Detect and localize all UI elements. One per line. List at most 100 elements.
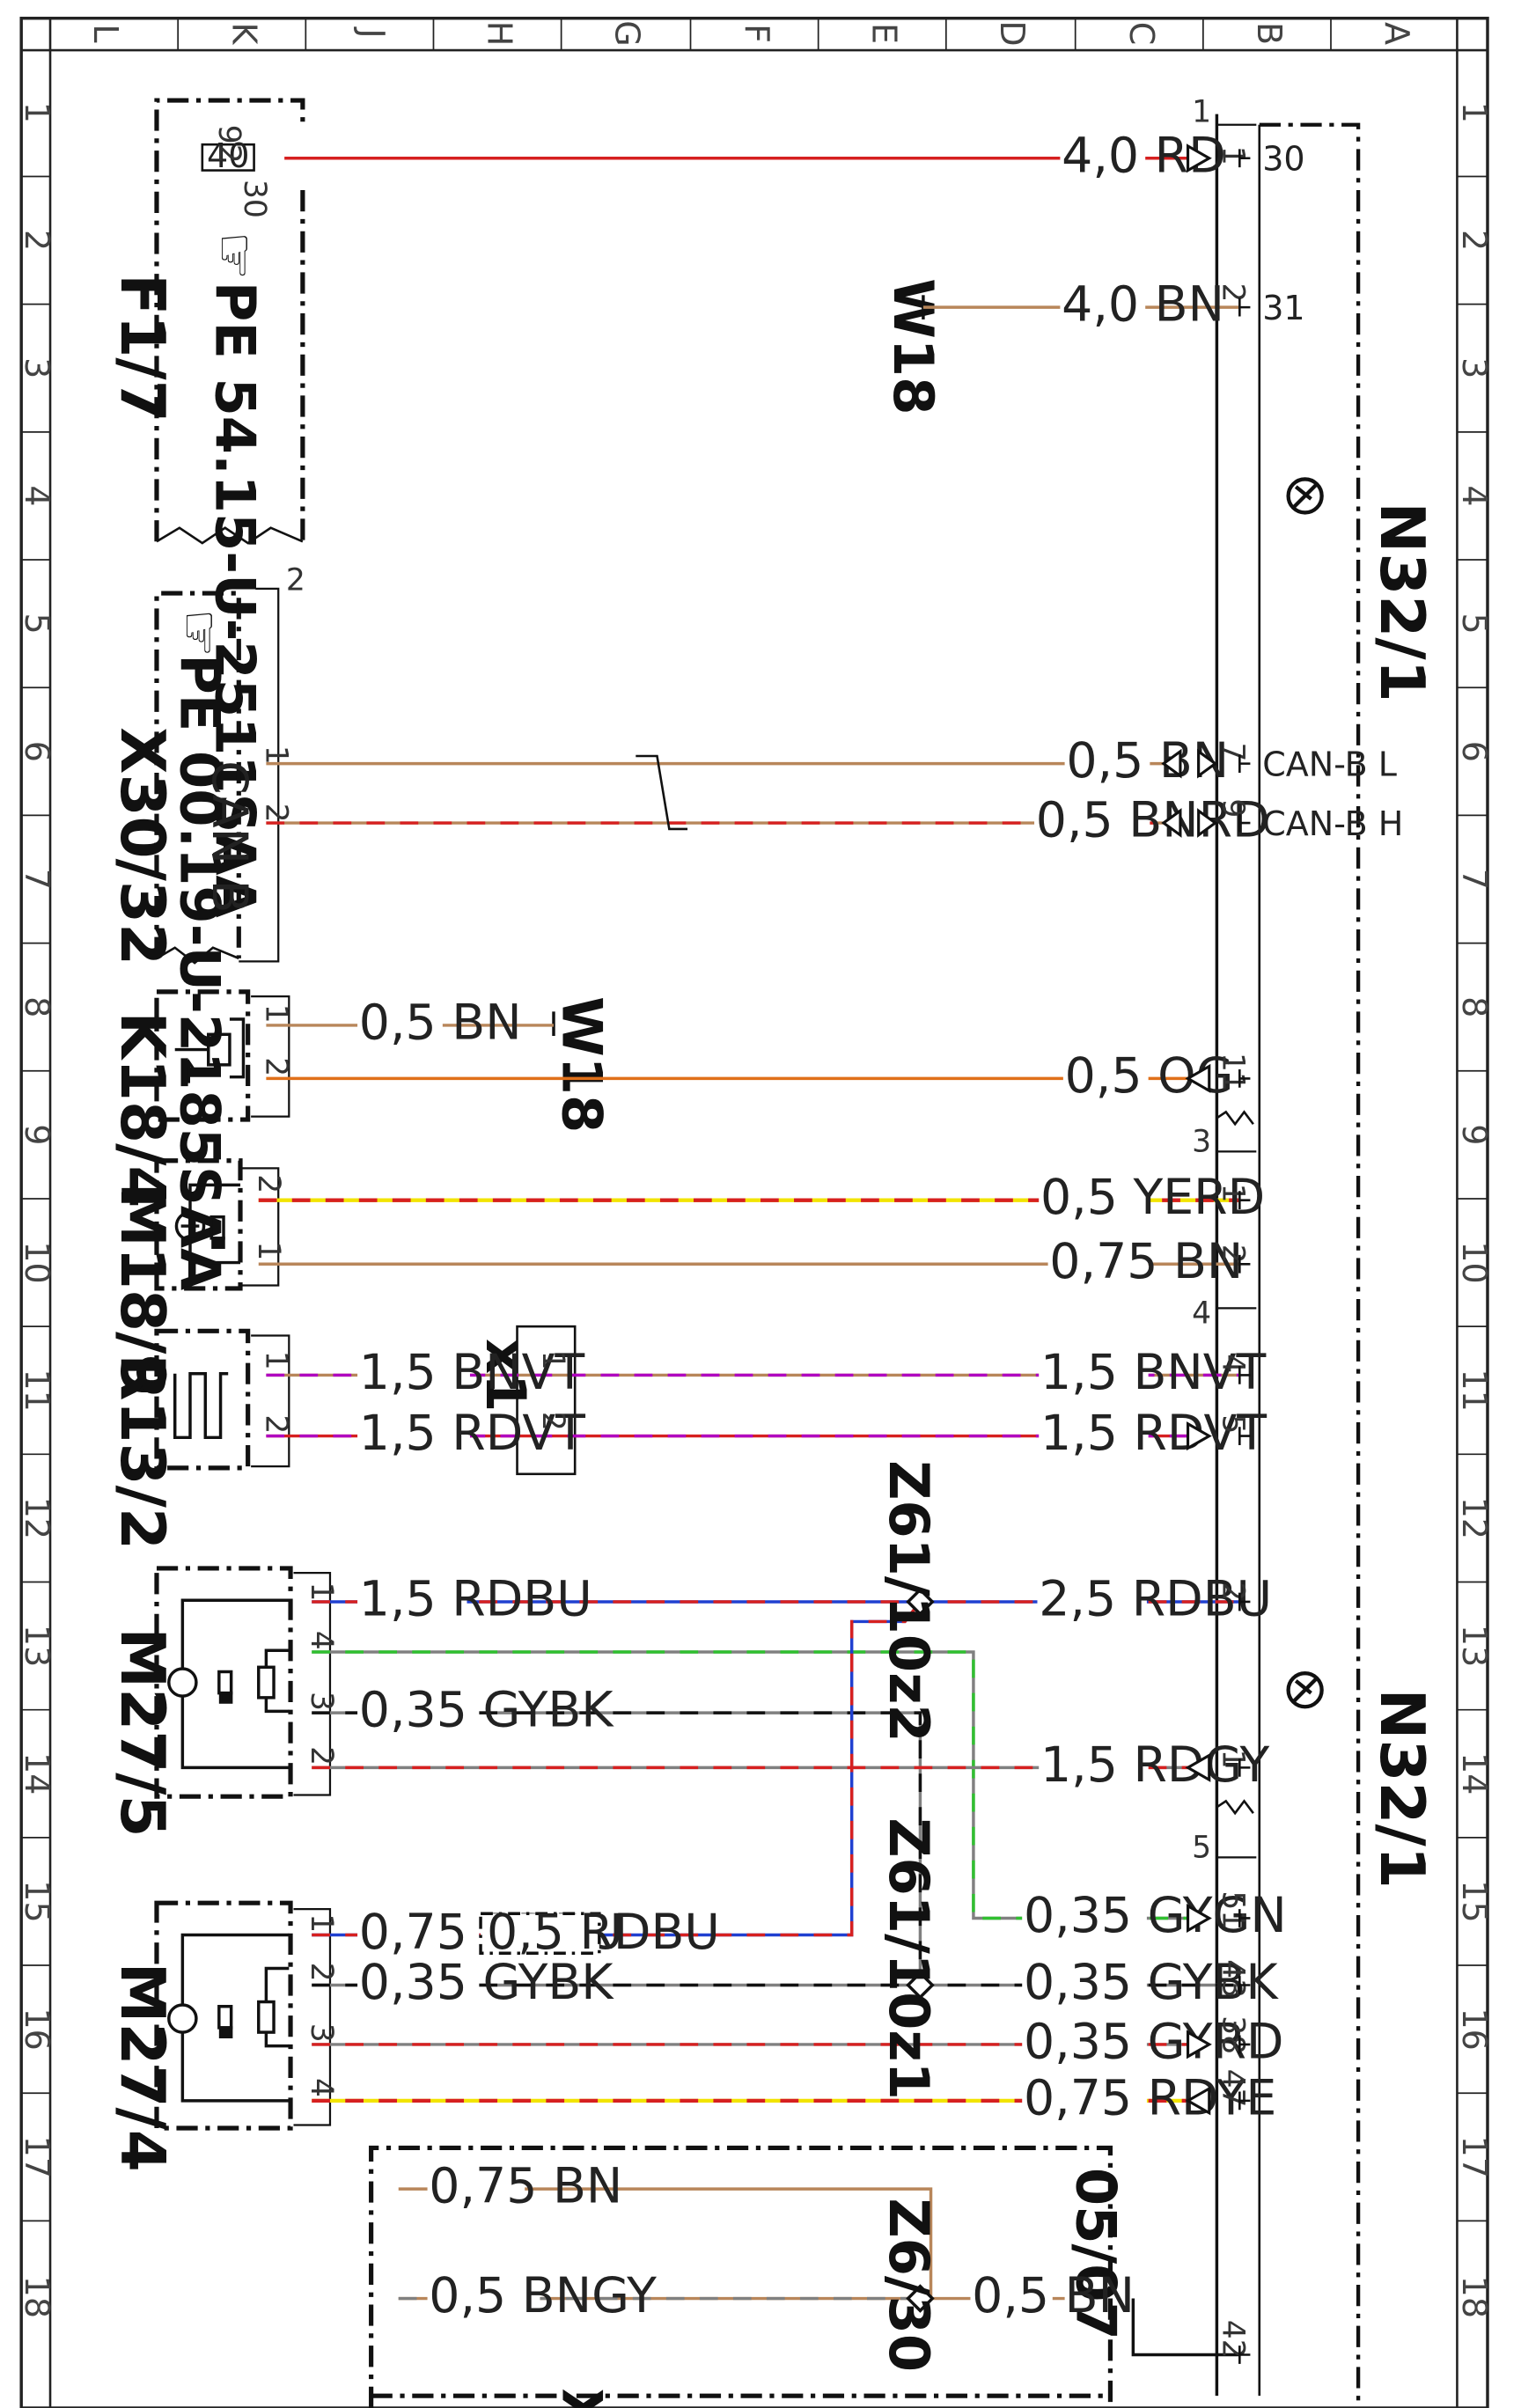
heater-element-icon <box>173 1371 229 1440</box>
pin-number: 5 <box>1215 1414 1250 1434</box>
row-label: 18 <box>18 2276 56 2318</box>
motor-m27-4 <box>154 1900 293 2131</box>
can-b-label: CAN B <box>201 760 257 913</box>
wire-0-75-bn <box>398 2187 933 2299</box>
col-label: B <box>1250 22 1289 45</box>
window-motor-icon <box>167 1933 290 2103</box>
pin-number: 2 <box>304 1963 339 1982</box>
pin-number: 4 <box>304 2078 339 2097</box>
wire-label: 0,5 BNGY <box>429 2268 657 2324</box>
heater-r13-2 <box>154 1328 251 1471</box>
pin-number: 43 <box>1215 1959 1250 1998</box>
fuse-box-f1-7 <box>154 98 305 542</box>
n32-connector-brackets <box>1216 123 1257 1859</box>
pin-number: 1 <box>258 745 293 765</box>
sheet-frame <box>19 17 1489 2408</box>
motor-m18-9 <box>154 1158 243 1291</box>
wire-label: 1,5 BNVT <box>359 1345 585 1401</box>
pin-number: 2 <box>251 1174 286 1193</box>
row-label: 11 <box>18 1369 56 1412</box>
row-label: 4 <box>1455 485 1494 506</box>
hand-point-icon: ☞ <box>168 608 232 657</box>
row-label: 12 <box>1455 1497 1494 1539</box>
pin-number: 1 <box>1215 146 1250 165</box>
row-label: 1 <box>1455 102 1494 123</box>
pin-number: 1 <box>1215 1750 1250 1769</box>
row-label: 5 <box>18 613 56 635</box>
wire-label: 0,5 BN <box>359 995 522 1051</box>
twisted-pair-icon <box>636 754 688 831</box>
row-label: 9 <box>1455 1124 1494 1145</box>
pin-number: 1 <box>251 1241 286 1260</box>
col-label: K <box>224 23 263 46</box>
connector-arrows <box>1161 143 1218 2116</box>
splice-label: Z61/10z1 <box>877 1817 941 2099</box>
column-grid <box>177 18 1332 51</box>
wire-label: 1,5 RDBU <box>359 1572 592 1628</box>
row-label: 13 <box>18 1625 56 1667</box>
pin-number: 4 <box>304 1631 339 1650</box>
break-zigzag <box>156 946 239 965</box>
fuse-pin: 30 <box>237 180 272 218</box>
connector-number: 1 <box>1192 94 1211 129</box>
window-motor-icon <box>167 1598 290 1770</box>
pin-label: 30 <box>1262 140 1304 179</box>
row-label: 1 <box>18 102 56 123</box>
bottom-box-label: X <box>549 2389 614 2408</box>
row-label: 17 <box>18 2136 56 2178</box>
col-label: D <box>993 20 1032 46</box>
page-ref-05-07: 05/07 <box>1063 2168 1128 2340</box>
motor-m27-5 <box>154 1566 293 1799</box>
n32-label-top: N32/1 <box>1366 502 1436 701</box>
seat-control-symbol-icon <box>1286 477 1324 1709</box>
pin-number: 2 <box>535 1412 570 1431</box>
n32-control-unit <box>1215 114 1361 2408</box>
r13-2-label: R13/2 <box>107 1354 177 1550</box>
wire-0-35-gybk-stripe <box>312 1711 922 1986</box>
pin-number: 7 <box>1215 742 1250 761</box>
row-label: 18 <box>1455 2276 1494 2318</box>
m18-9-label: M18/9 <box>107 1186 177 1396</box>
row-label: 4 <box>18 485 56 506</box>
pin-number: 2 <box>1215 1582 1250 1601</box>
pin-number: 1 <box>258 1351 293 1370</box>
fuse-pin: 40 <box>207 136 249 175</box>
pin-number: 42 <box>1215 2320 1250 2359</box>
pin-label: CAN-B L <box>1262 745 1397 783</box>
row-label: 14 <box>1455 1752 1494 1795</box>
wire-label: 1,5 RDVT <box>1040 1406 1267 1462</box>
x30-32-label: X30/32 <box>107 727 177 965</box>
col-label: F <box>738 24 776 43</box>
pin-number: 2 <box>1215 1244 1250 1264</box>
connector-bracket <box>293 1572 332 1796</box>
row-label: 10 <box>1455 1241 1494 1283</box>
connector-number: 5 <box>1192 1830 1211 1865</box>
row-label: 6 <box>18 741 56 762</box>
wire-labels: 4,0 RD 4,0 BN 0,5 BN 0,5 BNRD 0,5 BN 0,5… <box>357 128 1287 2324</box>
row-label: 5 <box>1455 613 1494 635</box>
relay-k18-4 <box>154 989 251 1122</box>
terminal-stubs <box>1238 149 1251 2364</box>
connector-bracket <box>293 1907 332 2126</box>
wire-label: 1,5 BNVT <box>1040 1345 1267 1401</box>
pin-number: 2 <box>258 804 293 823</box>
k18-4-label: K18/4 <box>107 1011 177 1208</box>
row-label: 3 <box>18 357 56 378</box>
n32-label-bottom: N32/1 <box>1366 1688 1436 1888</box>
col-label: E <box>865 23 904 44</box>
wire-label: 4,0 BN <box>1062 277 1224 334</box>
pin-number: 2 <box>1215 283 1250 302</box>
wire-label: 0,5 YERD <box>1040 1170 1265 1226</box>
connector-number: 4 <box>1192 1296 1211 1332</box>
wire-label: 0,5 RDBU <box>487 1905 720 1961</box>
pin-number: 51 <box>1215 1890 1250 1929</box>
pin-number: 4 <box>1215 1354 1250 1373</box>
pin-number: 11 <box>1215 1053 1250 1091</box>
ground-w18-label: W18 <box>881 278 945 415</box>
wire-label: 0,75 BN <box>1049 1234 1243 1290</box>
pin-number: 3 <box>304 1692 339 1711</box>
pin-number: 1 <box>1215 1184 1250 1203</box>
component-pin-numbers: 1 2 1 2 2 1 1 2 1 2 1 4 3 2 1 2 3 4 <box>251 745 570 2097</box>
row-label: 16 <box>18 2008 56 2050</box>
